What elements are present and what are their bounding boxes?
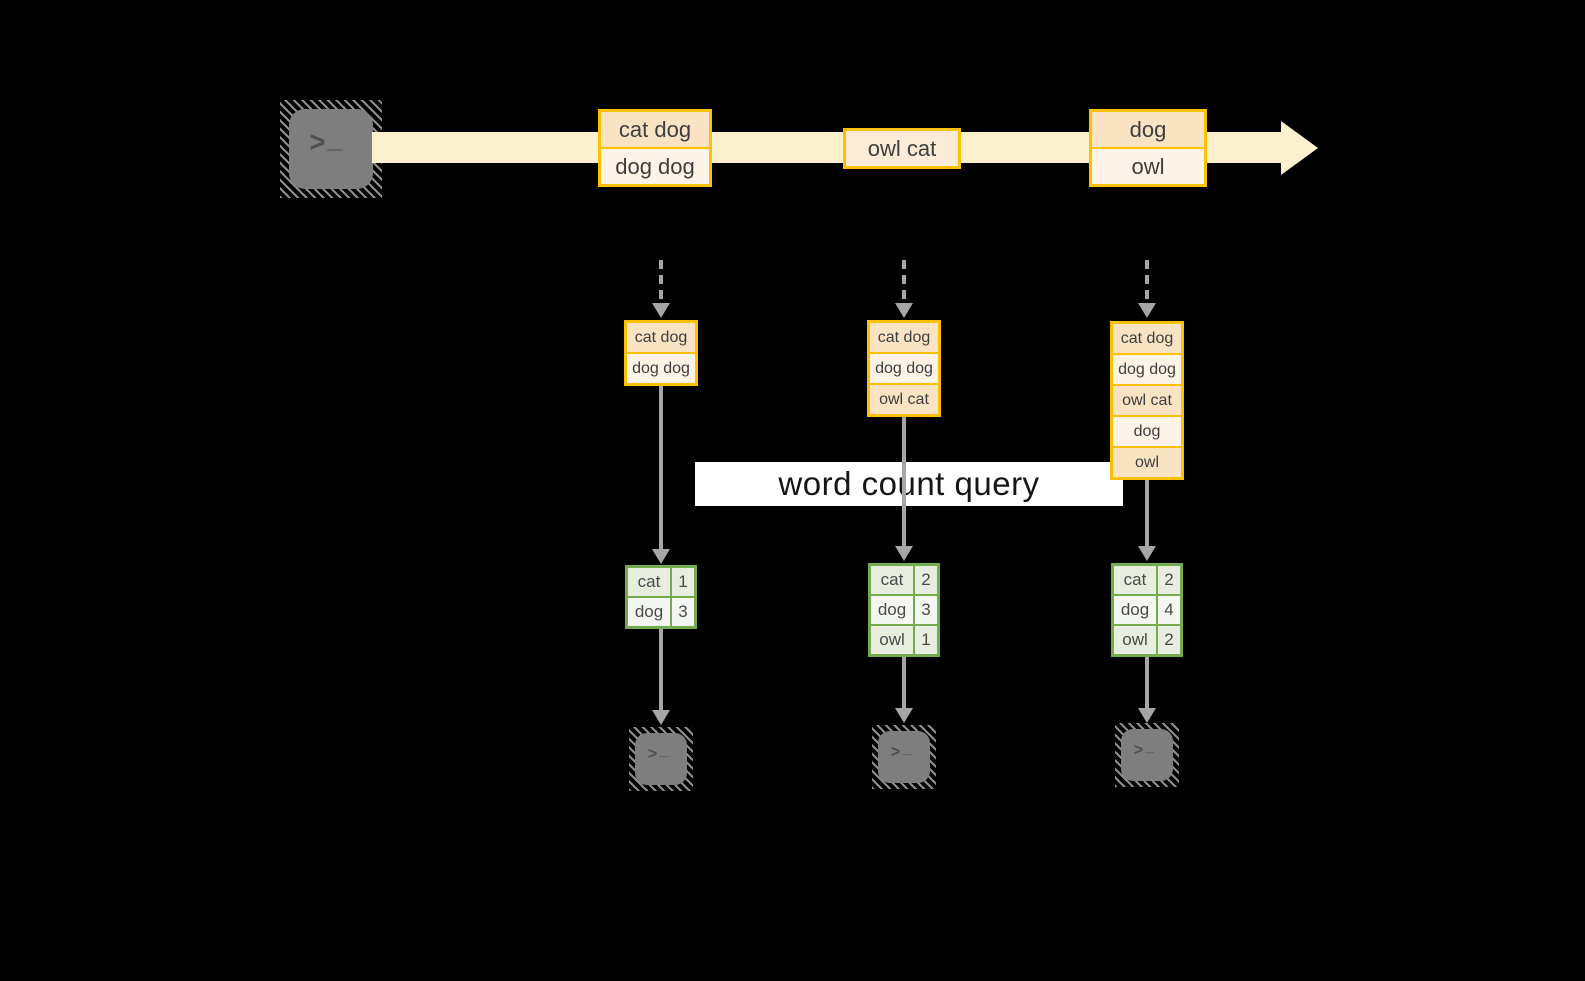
stream-arrowhead-icon [1281, 121, 1318, 175]
dashed-arrow-line [1145, 260, 1149, 304]
arrowhead-down-icon [652, 710, 670, 725]
arrowhead-down-icon [652, 549, 670, 564]
arrow-line [1145, 480, 1149, 546]
count-value: 2 [1158, 626, 1180, 654]
count-word: cat [628, 568, 670, 596]
dashed-arrow-line [659, 260, 663, 304]
terminal-screen: >_ [635, 733, 687, 785]
state-event: owl cat [1113, 384, 1181, 415]
arrowhead-down-icon [895, 708, 913, 723]
count-word: dog [871, 596, 913, 624]
state-stack-3: cat dog dog dog owl cat dog owl [1110, 321, 1184, 480]
prompt-chevron-icon: > [309, 125, 326, 158]
query-label: word count query [778, 465, 1040, 502]
state-event: owl cat [870, 383, 938, 414]
terminal-screen: >_ [289, 109, 373, 189]
state-event: cat dog [870, 323, 938, 352]
prompt-chevron-icon: > [890, 743, 901, 762]
arrowhead-down-icon [1138, 303, 1156, 318]
arrow-line [659, 629, 663, 710]
count-table-1: cat 1 dog 3 [625, 565, 697, 629]
arrow-line [902, 657, 906, 708]
terminal-screen: >_ [878, 731, 930, 783]
count-value: 4 [1158, 596, 1180, 624]
arrow-line [902, 417, 906, 546]
count-value: 1 [672, 568, 694, 596]
stream-event: owl [1092, 147, 1204, 184]
state-stack-1: cat dog dog dog [624, 320, 698, 386]
arrowhead-down-icon [652, 303, 670, 318]
query-label-band: word count query [695, 462, 1123, 506]
prompt-chevron-icon: > [647, 745, 658, 764]
count-word: owl [871, 626, 913, 654]
count-value: 2 [915, 566, 937, 594]
stream-event: cat dog [601, 112, 709, 147]
arrowhead-down-icon [895, 303, 913, 318]
state-event: dog dog [870, 352, 938, 383]
stream-event: owl cat [846, 131, 958, 166]
arrow-line [1145, 657, 1149, 708]
count-table-3: cat 2 dog 4 owl 2 [1111, 563, 1183, 657]
state-stack-2: cat dog dog dog owl cat [867, 320, 941, 417]
count-value: 3 [915, 596, 937, 624]
stream-batch-2: owl cat [843, 128, 961, 169]
dashed-arrow-line [902, 260, 906, 304]
count-table-2: cat 2 dog 3 owl 1 [868, 563, 940, 657]
stream-event: dog [1092, 112, 1204, 147]
stream-batch-3: dog owl [1089, 109, 1207, 187]
count-word: owl [1114, 626, 1156, 654]
arrowhead-down-icon [895, 546, 913, 561]
prompt-underscore-icon: _ [659, 742, 669, 759]
count-word: dog [628, 598, 670, 626]
prompt-underscore-icon: _ [327, 122, 343, 153]
prompt-chevron-icon: > [1133, 741, 1144, 760]
sink-terminal-icon: >_ [629, 727, 693, 791]
count-word: cat [1114, 566, 1156, 594]
state-event: dog dog [1113, 353, 1181, 384]
arrowhead-down-icon [1138, 708, 1156, 723]
count-word: cat [871, 566, 913, 594]
state-event: dog [1113, 415, 1181, 446]
count-word: dog [1114, 596, 1156, 624]
state-event: cat dog [1113, 324, 1181, 353]
arrow-line [659, 386, 663, 549]
sink-terminal-icon: >_ [1115, 723, 1179, 787]
count-value: 3 [672, 598, 694, 626]
count-value: 2 [1158, 566, 1180, 594]
terminal-screen: >_ [1121, 729, 1173, 781]
sink-terminal-icon: >_ [872, 725, 936, 789]
prompt-underscore-icon: _ [1145, 738, 1155, 755]
state-event: owl [1113, 446, 1181, 477]
source-terminal-icon: >_ [280, 100, 382, 198]
state-event: dog dog [627, 352, 695, 383]
state-event: cat dog [627, 323, 695, 352]
stream-batch-1: cat dog dog dog [598, 109, 712, 187]
count-value: 1 [915, 626, 937, 654]
prompt-underscore-icon: _ [902, 740, 912, 757]
arrowhead-down-icon [1138, 546, 1156, 561]
stream-event: dog dog [601, 147, 709, 184]
